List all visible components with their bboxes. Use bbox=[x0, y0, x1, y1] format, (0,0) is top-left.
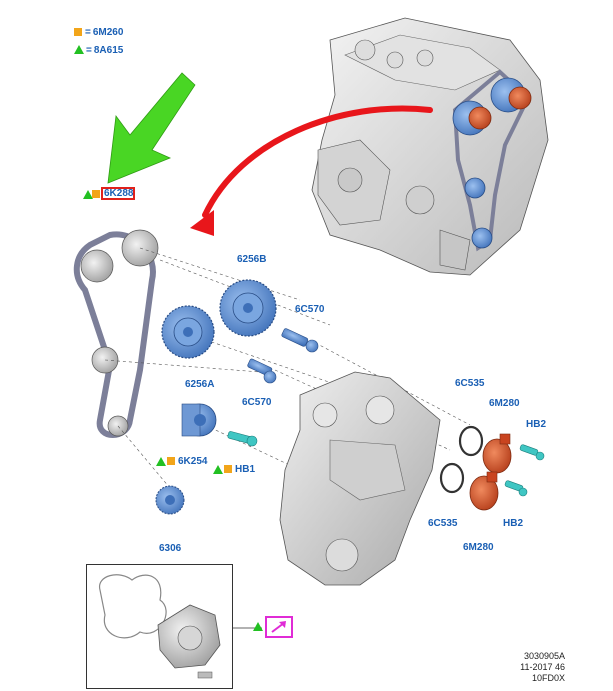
tensioner-6k254 bbox=[181, 403, 217, 437]
part-label-hb1[interactable]: HB1 bbox=[235, 464, 256, 475]
crank-sprocket-6306 bbox=[155, 485, 185, 515]
solenoid-6m280-lower bbox=[469, 471, 499, 511]
seal-6c535-lower bbox=[439, 462, 465, 494]
part-label-hb2-upper[interactable]: HB2 bbox=[526, 419, 547, 430]
water-pump-inset-frame bbox=[86, 564, 233, 689]
cam-pulley-6256a bbox=[161, 305, 215, 359]
timing-belt-6k288 bbox=[73, 229, 159, 438]
legend-item-2: =8A615 bbox=[74, 45, 123, 57]
illustration-reference: 3030905A 11-2017 46 10FD0X bbox=[520, 651, 565, 684]
green-triangle-icon bbox=[156, 457, 166, 466]
reference-line-2: 11-2017 46 bbox=[520, 662, 565, 672]
part-label-6306[interactable]: 6306 bbox=[159, 543, 182, 554]
orange-square-icon bbox=[167, 457, 175, 465]
part-label-hb2-lower[interactable]: HB2 bbox=[503, 518, 524, 529]
part-label-6c570-upper[interactable]: 6C570 bbox=[295, 304, 325, 315]
green-triangle-icon bbox=[213, 465, 223, 474]
legend-label: 6M260 bbox=[92, 27, 124, 38]
water-pump-inset bbox=[99, 574, 262, 679]
timing-cover bbox=[279, 371, 441, 586]
green-triangle-icon bbox=[74, 45, 84, 54]
legend-eq: = bbox=[86, 45, 92, 56]
bolt-hb2-lower bbox=[504, 480, 528, 497]
cam-pulley-6256b bbox=[219, 279, 277, 337]
highlight-box bbox=[101, 187, 135, 200]
seal-6c535-upper bbox=[458, 425, 484, 457]
part-label-6256b[interactable]: 6256B bbox=[237, 254, 267, 265]
legend-eq: = bbox=[85, 27, 91, 38]
part-label-6k254[interactable]: 6K254 bbox=[178, 456, 208, 467]
legend-label: 8A615 bbox=[93, 45, 124, 56]
part-label-6m280-lower[interactable]: 6M280 bbox=[463, 542, 494, 553]
reference-line-1: 3030905A bbox=[523, 651, 565, 661]
bolt-6c570-lower bbox=[247, 358, 277, 384]
engine-block bbox=[311, 17, 549, 276]
legend-item-1: =6M260 bbox=[74, 27, 123, 39]
part-label-6k288[interactable]: 6K288 bbox=[104, 188, 134, 199]
part-label-6m280-upper[interactable]: 6M280 bbox=[489, 398, 520, 409]
solenoid-6m280-upper bbox=[482, 433, 512, 474]
part-label-6c535-lower[interactable]: 6C535 bbox=[428, 518, 458, 529]
orange-square-icon bbox=[224, 465, 232, 473]
bolt-hb2-upper bbox=[519, 444, 545, 461]
part-label-6c535-upper[interactable]: 6C535 bbox=[455, 378, 485, 389]
red-curved-arrow bbox=[190, 105, 433, 236]
reference-link-icon[interactable] bbox=[265, 616, 293, 638]
arrow-up-right-icon bbox=[271, 621, 286, 633]
green-triangle-icon bbox=[83, 190, 93, 199]
reference-line-3: 10FD0X bbox=[531, 673, 565, 683]
green-triangle-icon bbox=[253, 622, 263, 631]
green-pointer-arrow bbox=[107, 72, 196, 184]
part-label-6256a[interactable]: 6256A bbox=[185, 379, 215, 390]
bolt-hb1 bbox=[227, 431, 258, 447]
part-label-6c570-lower[interactable]: 6C570 bbox=[242, 397, 272, 408]
orange-square-icon bbox=[74, 28, 82, 36]
engine-timing-belt bbox=[452, 69, 532, 252]
orange-square-icon bbox=[92, 190, 100, 198]
bolt-6c570-upper bbox=[281, 328, 319, 353]
